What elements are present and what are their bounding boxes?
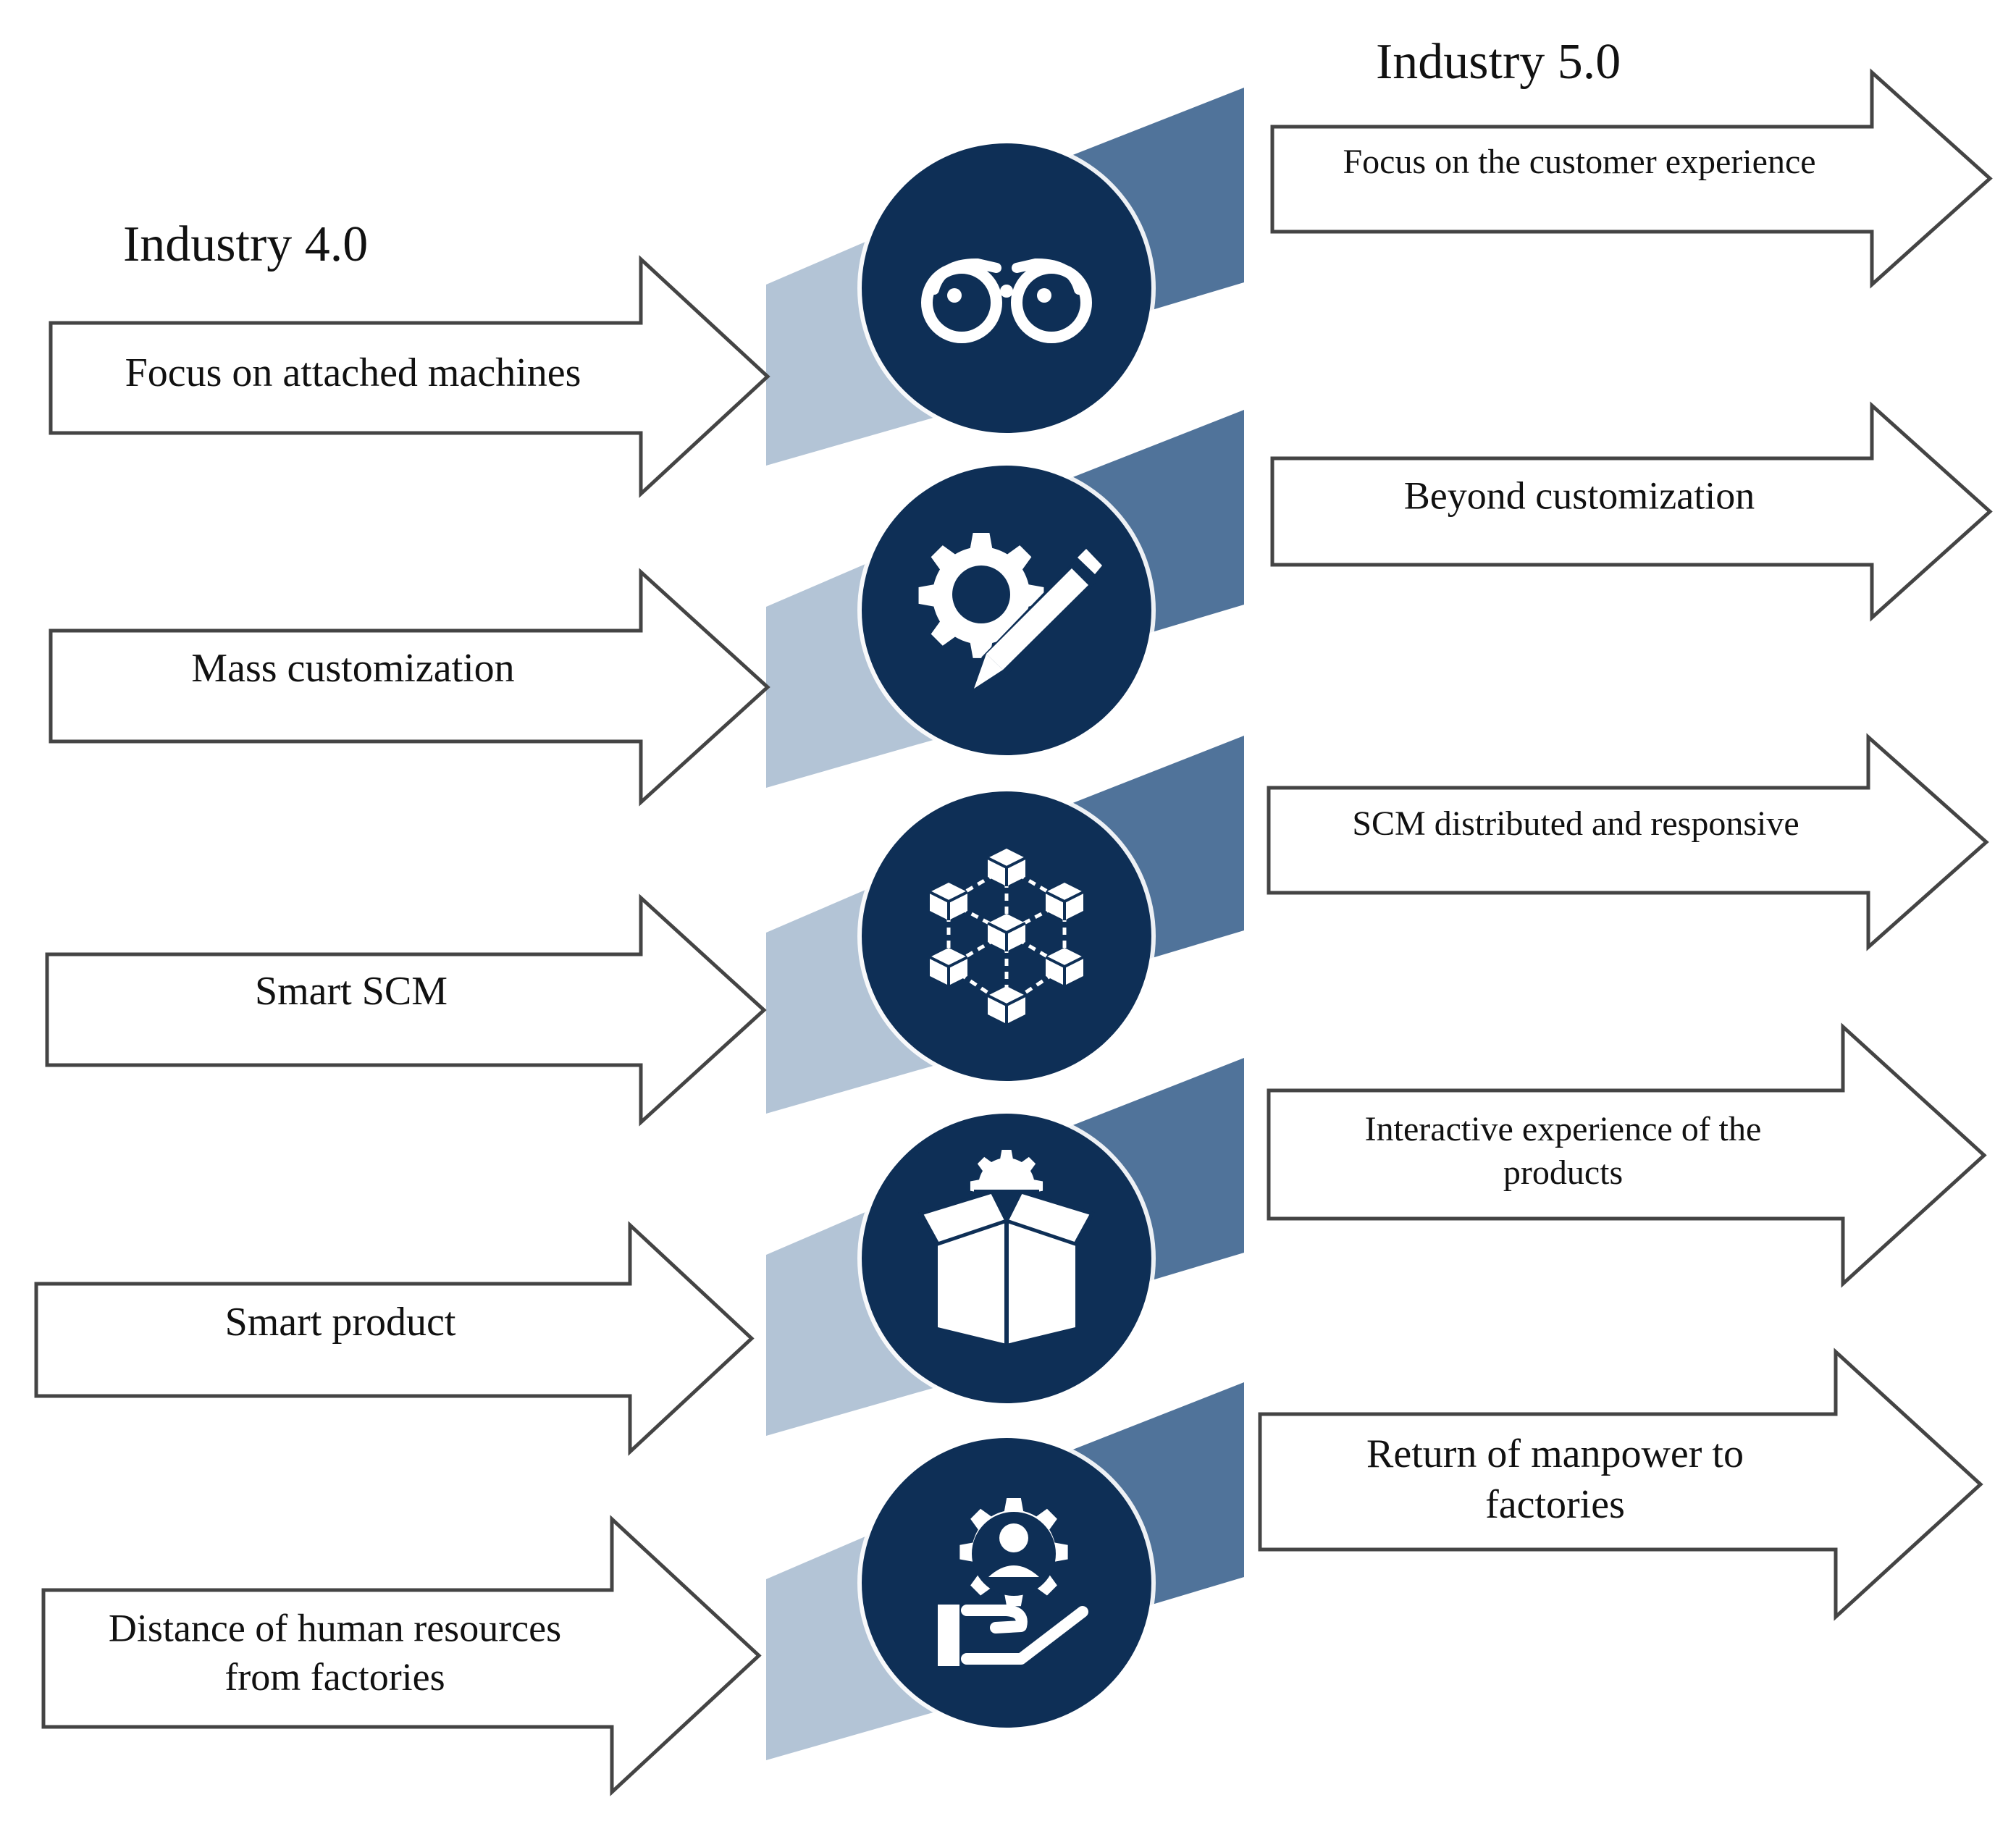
network-cubes-icon: [929, 849, 1084, 1024]
arrow-label: Focus on attached machines: [125, 350, 581, 395]
arrow-label: Smart SCM: [255, 969, 448, 1014]
icon-circle-4: [857, 1109, 1156, 1408]
arrow-label: Beyond customization: [1404, 474, 1755, 517]
arrow-shape: [41, 1515, 762, 1796]
arrow-label: products: [1503, 1153, 1623, 1192]
arrow-label: factories: [1485, 1482, 1625, 1527]
icon-circle-2: [857, 461, 1156, 760]
arrow-shape: [1267, 1022, 1987, 1288]
icon-circle-5: [857, 1434, 1156, 1732]
arrow-label: Return of manpower to: [1366, 1431, 1744, 1476]
arrow-shape: [1267, 733, 1989, 951]
industry5-arrow-2: Beyond customization: [1270, 401, 1993, 622]
arrow-label: SCM distributed and responsive: [1352, 804, 1799, 843]
industry5-arrow-1: Focus on the customer experience: [1270, 68, 1993, 289]
arrow-label: Focus on the customer experience: [1343, 143, 1815, 181]
arrow-shape: [34, 1221, 755, 1456]
arrow-label: Smart product: [225, 1300, 456, 1345]
industry4-arrow-4: Smart product: [34, 1221, 755, 1456]
arrow-label: Interactive experience of the: [1365, 1110, 1762, 1148]
left-title: Industry 4.0: [123, 216, 368, 272]
arrow-shape: [1270, 68, 1993, 289]
arrow-shape: [1270, 401, 1993, 622]
arrow-shape: [45, 894, 767, 1127]
box-gear-icon: [918, 1150, 1095, 1344]
right-title: Industry 5.0: [1376, 34, 1621, 90]
industry5-arrow-4: Interactive experience of the products: [1267, 1022, 1987, 1288]
comparison-arrows: Focus on attached machines Focus on the c…: [34, 68, 1993, 1796]
industry5-arrow-5: Return of manpower to factories: [1258, 1347, 1983, 1621]
industry5-arrow-3: SCM distributed and responsive: [1267, 733, 1989, 951]
arrow-label: Mass customization: [191, 646, 514, 691]
industry4-arrow-5: Distance of human resources from factorie…: [41, 1515, 762, 1796]
icon-circles: [857, 139, 1156, 1732]
gear-pencil-icon: [918, 533, 1102, 689]
industry4-arrow-1: Focus on attached machines: [49, 255, 770, 498]
industry4-arrow-3: Smart SCM: [45, 894, 767, 1127]
icon-circle-1: [857, 139, 1156, 437]
arrow-shape: [49, 568, 770, 807]
arrow-label: from factories: [224, 1655, 445, 1699]
arrow-shape: [49, 255, 770, 498]
hand-person-gear-icon: [938, 1498, 1088, 1666]
industry4-arrow-2: Mass customization: [49, 568, 770, 807]
arrow-shape: [1258, 1347, 1983, 1621]
binoculars-icon: [921, 258, 1092, 343]
arrow-label: Distance of human resources: [109, 1607, 561, 1650]
icon-circle-3: [857, 787, 1156, 1085]
